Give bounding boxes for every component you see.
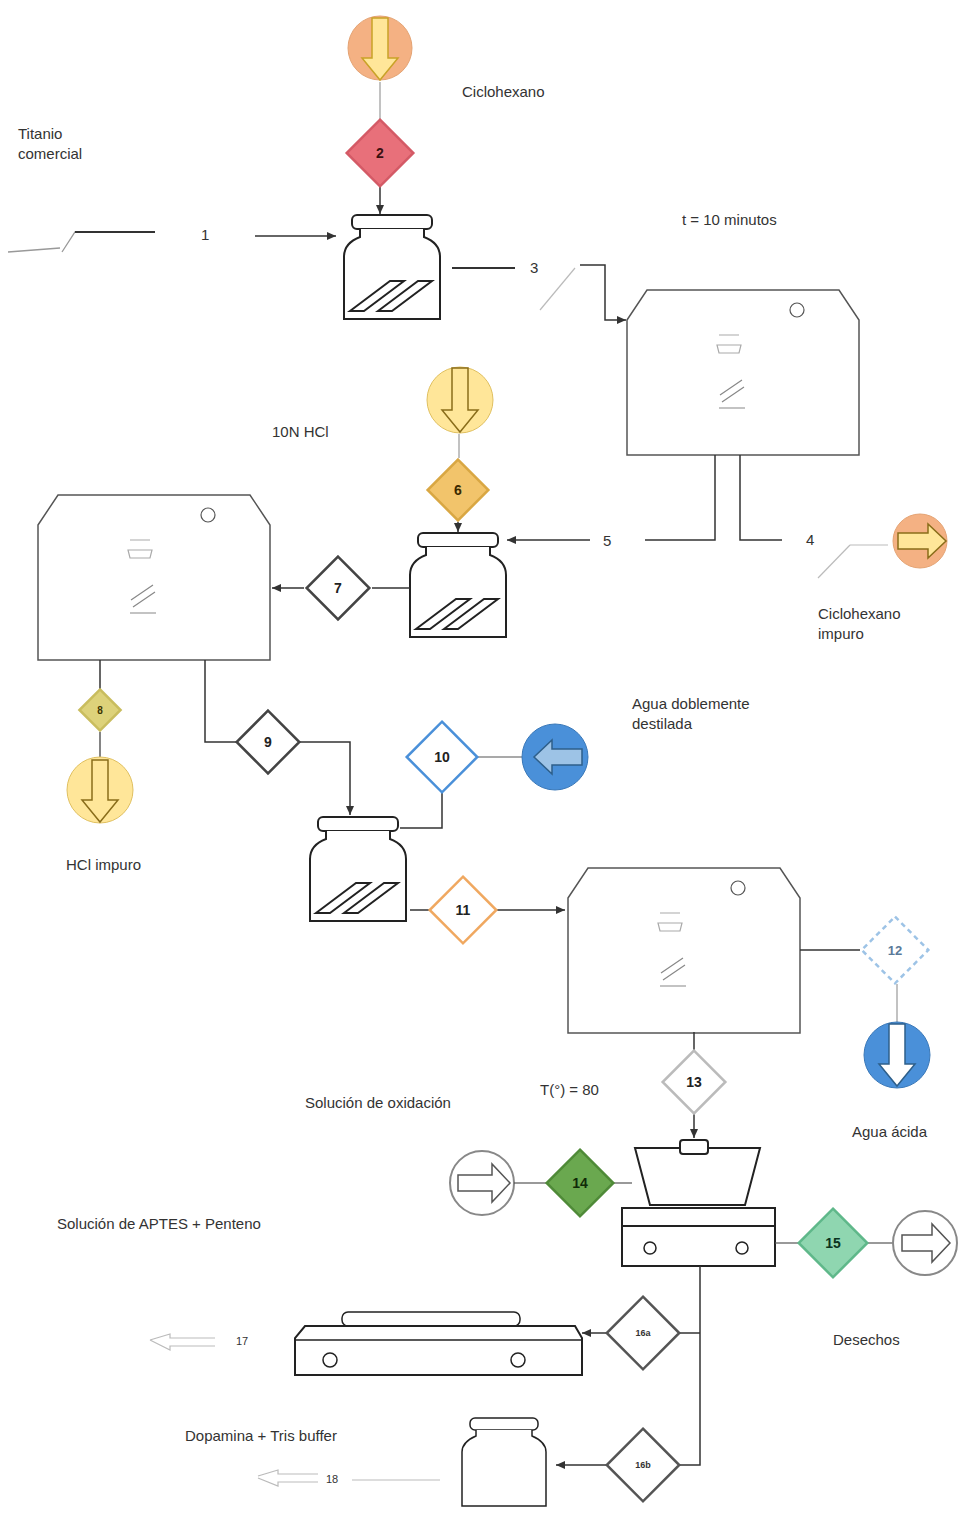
stream-number: 13: [686, 1074, 702, 1090]
stream-number: 7: [306, 556, 370, 620]
material-label: Solución de oxidación: [305, 1093, 451, 1113]
stream-number: 15: [825, 1235, 841, 1251]
material-label: Titanio comercial: [18, 124, 113, 163]
material-label: Dopamina + Tris buffer: [185, 1426, 337, 1446]
stream-number: 14: [546, 1149, 614, 1217]
callout-number: 17: [236, 1334, 248, 1348]
stream-number: 11: [429, 876, 497, 944]
stream-number: 10: [434, 749, 450, 765]
stream-number: 7: [334, 580, 342, 596]
stream-diamond: 12: [861, 916, 929, 984]
stream-number: 2: [346, 119, 414, 187]
callout-number: 5: [603, 531, 611, 551]
callout-number: 1: [201, 225, 209, 245]
callout-number: 3: [530, 258, 538, 278]
stream-diamond: 10: [406, 721, 478, 793]
stream-diamond: 6: [427, 459, 489, 521]
stream-number: 9: [236, 710, 300, 774]
stream-number: 8: [97, 705, 103, 716]
stream-number: 6: [427, 459, 489, 521]
stream-diamond: 13: [662, 1050, 726, 1114]
stream-number: 16b: [635, 1460, 651, 1470]
stream-number: 16a: [635, 1328, 650, 1338]
material-label: Solución de APTES + Penteno: [57, 1214, 261, 1234]
stream-diamond: 2: [346, 119, 414, 187]
callout-number: 4: [806, 530, 814, 550]
stream-diamond: 15: [798, 1208, 868, 1278]
stream-diamond: 11: [429, 876, 497, 944]
condition-note: t = 10 minutos: [682, 210, 777, 230]
stream-number: 9: [264, 734, 272, 750]
stream-number: 6: [454, 482, 462, 498]
stream-number: 11: [456, 902, 471, 918]
material-label: HCl impuro: [66, 855, 141, 875]
callout-number: 18: [326, 1472, 338, 1486]
stream-diamond: 7: [306, 556, 370, 620]
material-label: Ciclohexano impuro: [818, 604, 938, 643]
stream-number: 13: [662, 1050, 726, 1114]
material-label: Desechos: [833, 1330, 900, 1350]
stream-number: 16b: [606, 1428, 680, 1502]
stream-number: 14: [572, 1175, 588, 1191]
stream-number: 12: [888, 943, 902, 958]
material-label: Agua ácida: [852, 1122, 927, 1142]
stream-number: 12: [861, 916, 929, 984]
stream-diamond: 8: [79, 689, 121, 731]
stream-diamond: 16a: [606, 1296, 680, 1370]
stream-number: 16a: [606, 1296, 680, 1370]
stream-diamond: 16b: [606, 1428, 680, 1502]
condition-note: T(°) = 80: [540, 1080, 599, 1100]
stream-diamond: 9: [236, 710, 300, 774]
material-label: Agua doblemente destilada: [632, 694, 757, 733]
stream-number: 8: [79, 689, 121, 731]
stream-number: 15: [798, 1208, 868, 1278]
material-label: 10N HCl: [272, 422, 329, 442]
material-label: Ciclohexano: [462, 82, 545, 102]
stream-number: 2: [376, 145, 384, 161]
stream-number: 10: [406, 721, 478, 793]
stream-diamond: 14: [546, 1149, 614, 1217]
